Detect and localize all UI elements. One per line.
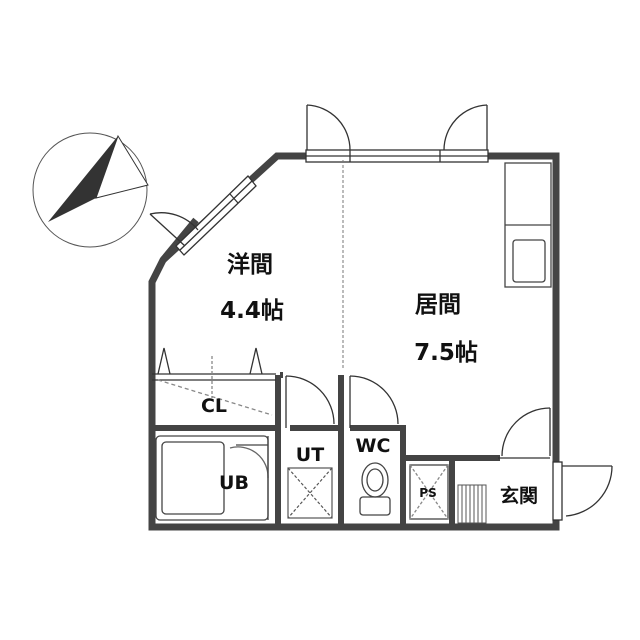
- diagonal-window: [175, 175, 257, 256]
- pipe-space-label: PS: [419, 486, 436, 500]
- interior-walls: [152, 372, 500, 527]
- door-top-right: [443, 104, 488, 151]
- compass-arrow-icon: [32, 132, 149, 248]
- door-diagonal: [149, 212, 199, 247]
- toilet-fixture: [359, 462, 391, 516]
- door-entrance-inner: [498, 407, 551, 459]
- door-ut: [285, 375, 335, 428]
- closet-label: CL: [201, 395, 227, 417]
- closet-rail: [152, 347, 276, 416]
- bath-label: UB: [219, 472, 249, 494]
- door-front: [552, 461, 613, 521]
- unit-bath: [155, 435, 269, 521]
- utility-label: UT: [296, 444, 324, 466]
- kitchen-counter: [504, 162, 552, 288]
- entrance-label: 玄関: [500, 484, 538, 507]
- western-room-size: 4.4帖: [220, 298, 284, 324]
- toilet-label: WC: [356, 435, 391, 457]
- living-room-size: 7.5帖: [414, 340, 478, 366]
- pipe-space: [409, 464, 449, 520]
- living-room-name: 居間: [415, 292, 461, 318]
- western-room-name: 洋間: [227, 251, 273, 278]
- entrance-step: [457, 484, 487, 524]
- top-window: [305, 149, 489, 163]
- door-top-left: [306, 104, 351, 151]
- door-wc: [349, 375, 399, 428]
- washer-pan: [287, 467, 333, 519]
